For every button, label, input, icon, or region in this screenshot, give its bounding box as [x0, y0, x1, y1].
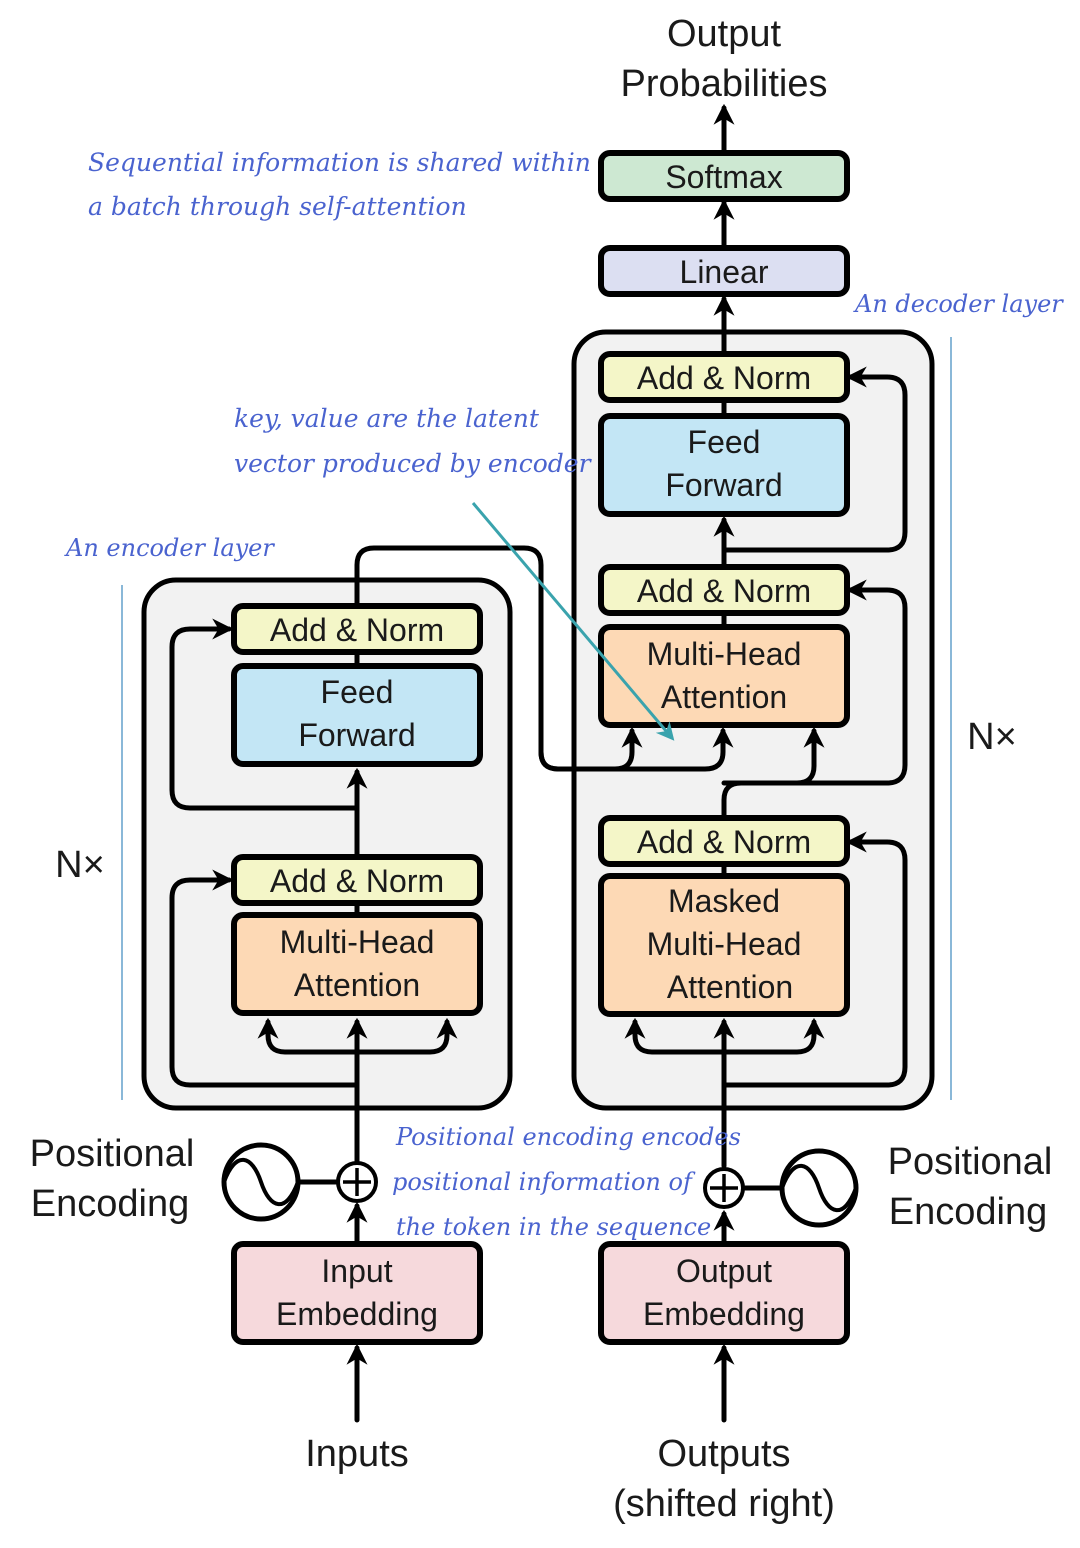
annotation-self-attention-line-2: a batch through self-attention — [88, 192, 467, 221]
key-value-pointer-arrow — [471, 502, 675, 741]
output-embedding-label-1: Output — [676, 1253, 772, 1289]
decoder-masked-attention-label-3: Attention — [667, 969, 793, 1005]
input-embedding: Input Embedding — [231, 1241, 483, 1345]
annotation-key-value: key, value are the latent vector produce… — [234, 404, 593, 478]
decoder-add-norm-bottom-label: Add & Norm — [637, 824, 811, 860]
decoder-feed-forward-label-1: Feed — [688, 424, 761, 460]
inputs-label: Inputs — [305, 1433, 409, 1475]
input-embedding-label-1: Input — [321, 1253, 392, 1289]
encoder-add-norm-bottom-label: Add & Norm — [270, 863, 444, 899]
output-probabilities-label-2: Probabilities — [621, 63, 828, 105]
encoder-add-norm-top-label: Add & Norm — [270, 612, 444, 648]
encoder-attention-label-1: Multi-Head — [280, 924, 435, 960]
encoder-attention-label-2: Attention — [294, 967, 420, 1003]
encoder-repeat-label: N× — [55, 844, 105, 886]
annotation-encoder-layer: An encoder layer — [64, 534, 275, 562]
encoder-add-norm-bottom: Add & Norm — [231, 854, 483, 906]
annotation-positional-line-3: the token in the sequence — [396, 1213, 711, 1241]
encoder-positional-label-1: Positional — [30, 1133, 195, 1175]
encoder-feed-forward-label-2: Forward — [298, 717, 415, 753]
annotation-positional-encoding: Positional encoding encodes positional i… — [392, 1123, 741, 1241]
output-embedding: Output Embedding — [598, 1241, 850, 1345]
decoder-positional-encoding: Positional Encoding — [703, 1141, 1053, 1233]
decoder-add-norm-bottom: Add & Norm — [598, 815, 850, 867]
decoder-add-norm-mid: Add & Norm — [598, 564, 850, 616]
encoder-feed-forward: Feed Forward — [231, 663, 483, 767]
encoder-positional-encoding: Positional Encoding — [30, 1133, 378, 1225]
decoder-feed-forward-label-2: Forward — [665, 467, 782, 503]
encoder-add-norm-top: Add & Norm — [231, 603, 483, 655]
decoder-add-norm-top-label: Add & Norm — [637, 360, 811, 396]
linear-block: Linear — [598, 245, 850, 297]
encoder-multi-head-attention: Multi-Head Attention — [231, 912, 483, 1016]
encoder-wires — [169, 545, 734, 1245]
decoder-cross-attention-label-1: Multi-Head — [647, 636, 802, 672]
decoder-masked-attention-label-2: Multi-Head — [647, 926, 802, 962]
softmax-label: Softmax — [665, 159, 782, 195]
annotation-self-attention-line-1: Sequential information is shared within — [88, 148, 591, 177]
annotation-key-value-line-1: key, value are the latent — [234, 404, 540, 433]
decoder-add-norm-top: Add & Norm — [598, 351, 850, 403]
decoder-positional-label-1: Positional — [888, 1141, 1053, 1183]
decoder-add-norm-mid-label: Add & Norm — [637, 573, 811, 609]
encoder-layer-container — [141, 577, 513, 1111]
annotation-decoder-layer: An decoder layer — [853, 290, 1064, 318]
output-embedding-label-2: Embedding — [643, 1296, 805, 1332]
decoder-repeat-label: N× — [967, 716, 1017, 758]
linear-label: Linear — [680, 254, 769, 290]
encoder-positional-label-2: Encoding — [31, 1183, 189, 1225]
output-probabilities-label-1: Output — [667, 13, 782, 55]
outputs-shifted-label: (shifted right) — [613, 1483, 835, 1525]
decoder-masked-attention-label-1: Masked — [668, 883, 780, 919]
decoder-cross-attention: Multi-Head Attention — [598, 624, 850, 728]
decoder-wires — [346, 103, 908, 1423]
outputs-label: Outputs — [657, 1433, 790, 1475]
annotation-key-value-line-2: vector produced by encoder — [234, 449, 593, 478]
decoder-positional-label-2: Encoding — [889, 1191, 1047, 1233]
annotation-positional-line-2: positional information of — [392, 1168, 696, 1196]
softmax-block: Softmax — [598, 150, 850, 202]
decoder-feed-forward: Feed Forward — [598, 413, 850, 517]
decoder-cross-attention-label-2: Attention — [661, 679, 787, 715]
encoder-feed-forward-label-1: Feed — [321, 674, 394, 710]
annotation-positional-line-1: Positional encoding encodes — [395, 1123, 741, 1151]
input-embedding-label-2: Embedding — [276, 1296, 438, 1332]
decoder-masked-attention: Masked Multi-Head Attention — [598, 873, 850, 1017]
annotation-self-attention: Sequential information is shared within … — [88, 148, 591, 221]
